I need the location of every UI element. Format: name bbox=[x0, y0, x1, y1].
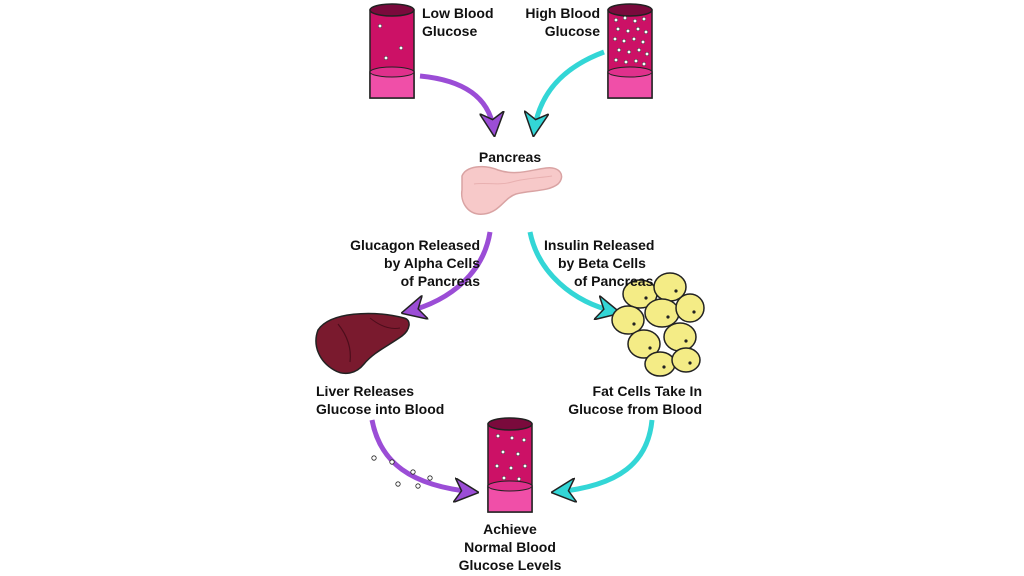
blood-vessel-high-glucose-icon bbox=[607, 3, 653, 99]
pancreas-label: Pancreas bbox=[478, 149, 542, 165]
high-blood-glucose-label: High Blood Glucose bbox=[525, 5, 600, 39]
liver-releases-label: Liver Releases Glucose into Blood bbox=[316, 383, 445, 417]
low-glucose-arrow bbox=[419, 73, 494, 132]
glucose-dots bbox=[371, 455, 433, 489]
glucagon-arrow bbox=[406, 231, 493, 312]
liver-icon bbox=[315, 312, 410, 375]
blood-vessel-low-glucose-icon bbox=[369, 3, 415, 99]
pancreas-icon bbox=[460, 165, 563, 215]
low-blood-glucose-label: Low Blood Glucose bbox=[422, 5, 494, 39]
insulin-released-label: Insulin Released by Beta Cells of Pancre… bbox=[544, 237, 655, 289]
liver-to-normal-arrow bbox=[369, 419, 474, 492]
fat-cells-icon bbox=[611, 272, 705, 377]
insulin-arrow bbox=[527, 231, 616, 312]
achieve-normal-label: Achieve Normal Blood Glucose Levels bbox=[458, 521, 562, 573]
glucagon-released-label: Glucagon Released by Alpha Cells of Panc… bbox=[350, 237, 480, 289]
blood-vessel-normal-glucose-icon bbox=[487, 417, 533, 513]
fat-cells-take-in-label: Fat Cells Take In Glucose from Blood bbox=[568, 383, 702, 417]
high-glucose-arrow bbox=[534, 49, 605, 132]
fat-to-normal-arrow bbox=[556, 419, 655, 492]
